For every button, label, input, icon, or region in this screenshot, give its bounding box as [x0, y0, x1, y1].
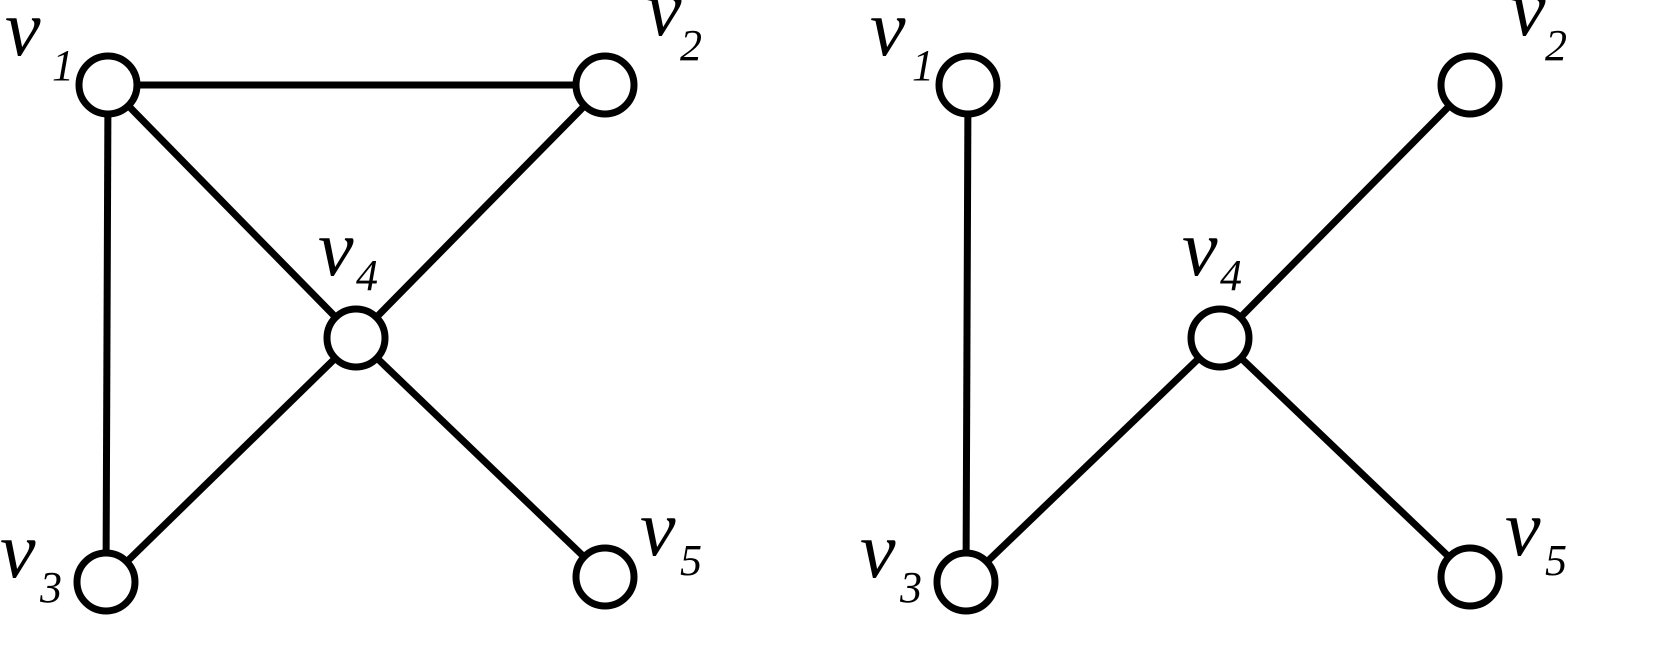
vertex-label-v3: v [0, 507, 36, 595]
edge-v3-v4 [103, 335, 359, 585]
vertex-subscript-v2: 2 [1545, 21, 1567, 70]
edge-v1-v3 [102, 84, 112, 583]
edge-v3-v4 [963, 335, 1223, 585]
vertex-subscript-v5: 5 [680, 536, 702, 585]
vertex-subscript-v2: 2 [680, 21, 702, 70]
edge-v1-v3 [962, 84, 972, 583]
edge-v2-v4 [353, 82, 608, 341]
vertex-label-v2: v [1510, 0, 1546, 53]
vertex-label-v1: v [5, 0, 41, 73]
vertex-v4 [323, 305, 389, 371]
vertex-label-v5: v [640, 485, 676, 573]
vertex-subscript-v1: 1 [912, 41, 934, 90]
vertex-subscript-v3: 3 [899, 563, 922, 612]
vertex-label-v5: v [1505, 485, 1541, 573]
vertex-v4 [1187, 305, 1253, 371]
vertex-subscript-v5: 5 [1545, 536, 1567, 585]
vertex-v5 [572, 544, 638, 610]
vertex-v3 [933, 549, 999, 615]
edge-v4-v5 [353, 335, 608, 580]
edge-v2-v4 [1217, 82, 1473, 341]
vertex-label-v4: v [1182, 205, 1218, 293]
vertex-subscript-v1: 1 [52, 41, 74, 90]
vertex-v2 [572, 52, 638, 118]
vertex-subscript-v4: 4 [356, 251, 378, 300]
vertex-v3 [73, 549, 139, 615]
edge-v4-v5 [1217, 335, 1473, 580]
vertex-label-v3: v [860, 507, 896, 595]
vertex-v1 [935, 52, 1001, 118]
vertex-label-v1: v [870, 0, 906, 73]
vertex-label-v4: v [318, 205, 354, 293]
vertex-v1 [75, 52, 141, 118]
vertex-v2 [1437, 52, 1503, 118]
vertex-label-v2: v [646, 0, 682, 53]
vertex-subscript-v3: 3 [39, 563, 62, 612]
vertex-subscript-v4: 4 [1220, 251, 1242, 300]
edge-v1-v4 [105, 82, 359, 341]
vertex-v5 [1437, 544, 1503, 610]
